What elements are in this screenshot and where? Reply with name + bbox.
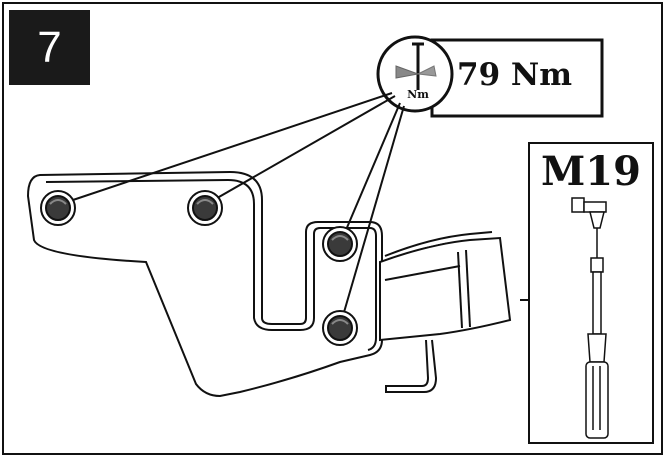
bolt — [40, 190, 76, 226]
bolt — [322, 226, 358, 262]
leader-lines — [57, 92, 405, 327]
torque-wrench-icon — [376, 35, 454, 113]
lower-pin — [385, 339, 438, 393]
socket-wrench-icon — [571, 197, 609, 439]
bracket-arm — [379, 231, 530, 342]
bolt — [322, 310, 358, 346]
bracket-plate — [26, 170, 383, 398]
torque-value: 79 Nm — [457, 57, 573, 93]
torque-icon-unit: Nm — [407, 88, 429, 101]
tool-size-label: M19 — [541, 148, 641, 195]
step-number-badge: 7 — [9, 10, 90, 85]
bolt — [187, 190, 223, 226]
